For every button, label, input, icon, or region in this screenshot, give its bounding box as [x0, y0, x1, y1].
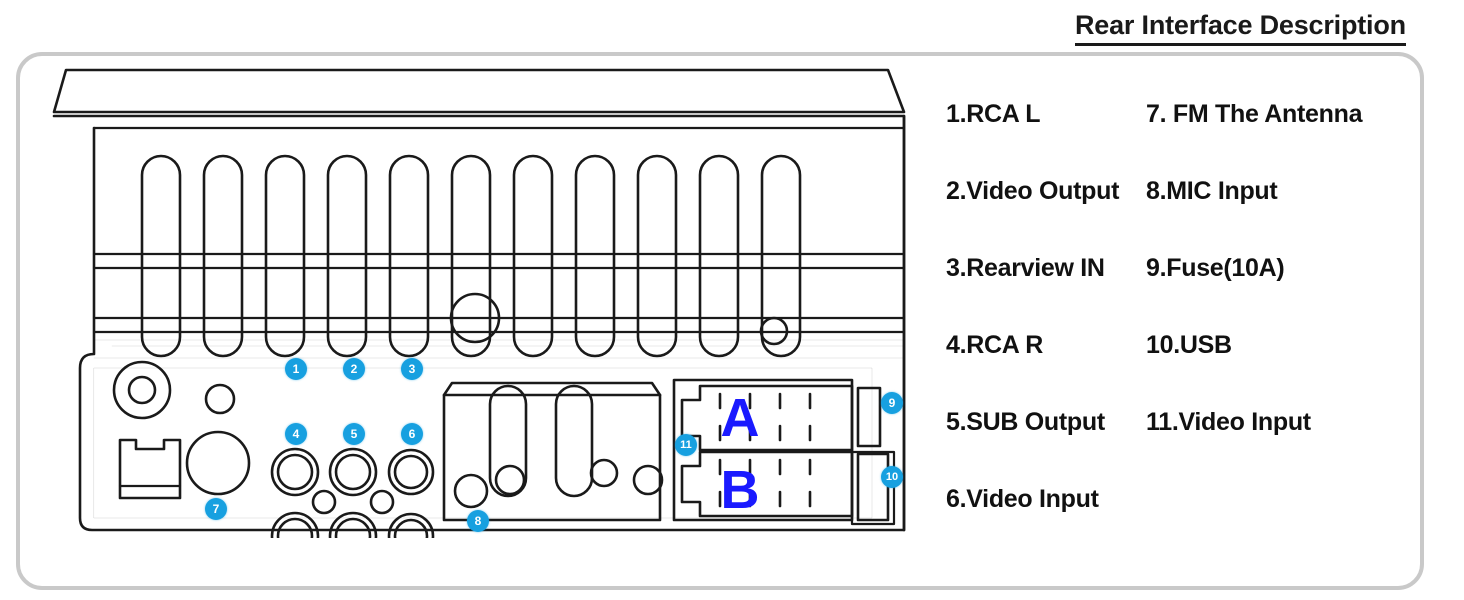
page-title: Rear Interface Description — [1075, 10, 1406, 46]
legend-item-10: 10.USB — [1146, 331, 1232, 359]
mounting-hole-right — [759, 316, 789, 346]
legend-row: 4.RCA R 10.USB — [946, 331, 1416, 371]
mounting-hole-left — [449, 292, 501, 344]
legend-item-8: 8.MIC Input — [1146, 177, 1278, 205]
legend-item-3: 3.Rearview IN — [946, 254, 1105, 282]
rca-small-hole-right — [369, 489, 395, 515]
badge-7[interactable]: 7 — [205, 498, 227, 520]
legend-item-4: 4.RCA R — [946, 331, 1043, 359]
badge-5[interactable]: 5 — [343, 423, 365, 445]
mic-connector-block — [442, 381, 664, 522]
badge-2[interactable]: 2 — [343, 358, 365, 380]
legend-item-7: 7. FM The Antenna — [1146, 100, 1363, 128]
fuse-tab — [856, 386, 882, 448]
badge-4[interactable]: 4 — [285, 423, 307, 445]
legend-item-1: 1.RCA L — [946, 100, 1041, 128]
legend: 1.RCA L 7. FM The Antenna 2.Video Output… — [946, 100, 1416, 540]
badge-9[interactable]: 9 — [881, 392, 903, 414]
connector-b-label: B — [721, 460, 760, 520]
legend-item-6: 6.Video Input — [946, 485, 1099, 513]
badge-3[interactable]: 3 — [401, 358, 423, 380]
usb-tab-outer — [850, 450, 896, 526]
iso-connector-b — [680, 450, 854, 518]
heatsink-fins — [140, 154, 802, 358]
iso-connector-housing — [672, 378, 896, 526]
usb-tab — [856, 452, 890, 522]
badge-1[interactable]: 1 — [285, 358, 307, 380]
head-unit-drawing: A B — [52, 68, 932, 538]
legend-item-2: 2.Video Output — [946, 177, 1120, 205]
antenna-socket-inner — [127, 375, 157, 405]
legend-row: 3.Rearview IN 9.Fuse(10A) — [946, 254, 1416, 294]
clip-bracket — [118, 438, 182, 500]
legend-item-5: 5.SUB Output — [946, 408, 1105, 436]
legend-row: 5.SUB Output 11.Video Input — [946, 408, 1416, 448]
fm-antenna-circle — [185, 430, 251, 496]
legend-row: 2.Video Output 8.MIC Input — [946, 177, 1416, 217]
unit-top-bevel — [52, 68, 906, 114]
badge-8[interactable]: 8 — [467, 510, 489, 532]
antenna-socket-outer — [112, 360, 172, 420]
rca-jacks — [270, 447, 435, 538]
legend-row: 1.RCA L 7. FM The Antenna — [946, 100, 1416, 140]
legend-item-9: 9.Fuse(10A) — [1146, 254, 1285, 282]
rca-small-hole-left — [311, 489, 337, 515]
badge-11[interactable]: 11 — [675, 434, 697, 456]
legend-row: 6.Video Input — [946, 485, 1416, 525]
unit-body-outline — [52, 114, 906, 532]
legend-item-11: 11.Video Input — [1146, 408, 1311, 436]
connector-a-label: A — [721, 388, 760, 448]
badge-10[interactable]: 10 — [881, 466, 903, 488]
badge-6[interactable]: 6 — [401, 423, 423, 445]
small-hole — [204, 383, 236, 415]
iso-connector-a — [680, 384, 854, 452]
